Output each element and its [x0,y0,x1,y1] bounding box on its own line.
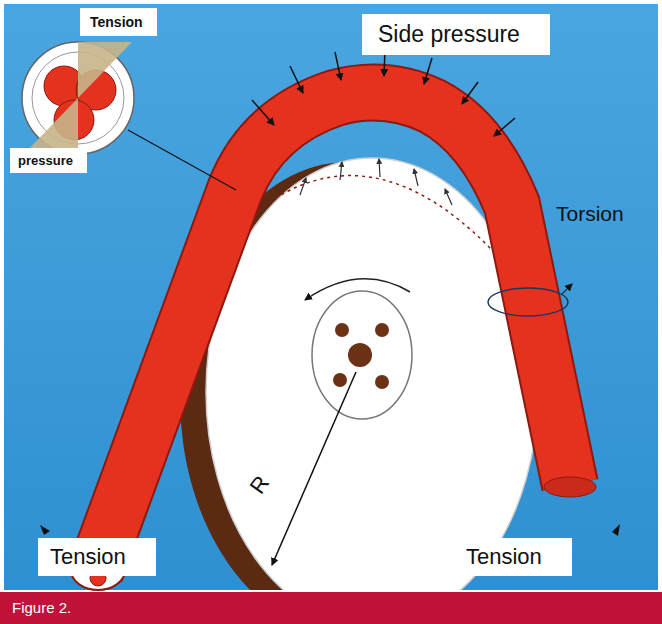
pressure-arrow [252,100,274,125]
cable-outline [95,93,570,572]
reaction-arrow [414,169,418,186]
reaction-arrow [379,159,380,177]
pressure-arrow [494,118,515,136]
label-text: Tension [466,544,542,570]
reaction-arrow [340,162,342,180]
label-text: pressure [18,153,73,168]
force-label: Torsion [556,202,624,226]
label-text: Tension [90,14,143,30]
inset-leader [128,130,236,190]
label-box: Tension [454,538,572,576]
torsion-arrow [562,284,572,294]
bolt-hole [333,373,347,387]
pressure-wedge [24,98,78,154]
figure-caption: Figure 2. [12,599,71,616]
label-box: Side pressure [362,14,550,55]
cable [95,93,570,572]
label-box: pressure [10,148,87,173]
bolt-hole [335,323,349,337]
inset-circle [22,42,134,154]
tension-pointer [612,524,620,536]
label-text: Tension [50,544,126,570]
bolt-hole [375,323,389,337]
pressure-arrow [424,58,432,84]
radius-line [272,372,356,565]
hub [312,291,412,419]
cable-end [544,477,596,497]
contact-line [258,176,492,250]
bolt-hole [375,375,389,389]
tension-pointer [40,525,50,535]
label-box: Tension [80,8,157,36]
rotation-arrow [305,279,410,300]
label-box: Tension [38,538,156,576]
hub-bore [348,343,372,367]
torsion-ring [488,288,568,316]
pressure-arrow [462,82,478,104]
reaction-arrow [300,178,306,195]
label-text: Side pressure [378,21,520,48]
pressure-arrow [335,52,341,80]
tension-wedge [78,42,132,98]
reaction-arrow [445,189,452,205]
pressure-arrow [290,66,303,93]
caption-band: Figure 2. [0,592,662,624]
